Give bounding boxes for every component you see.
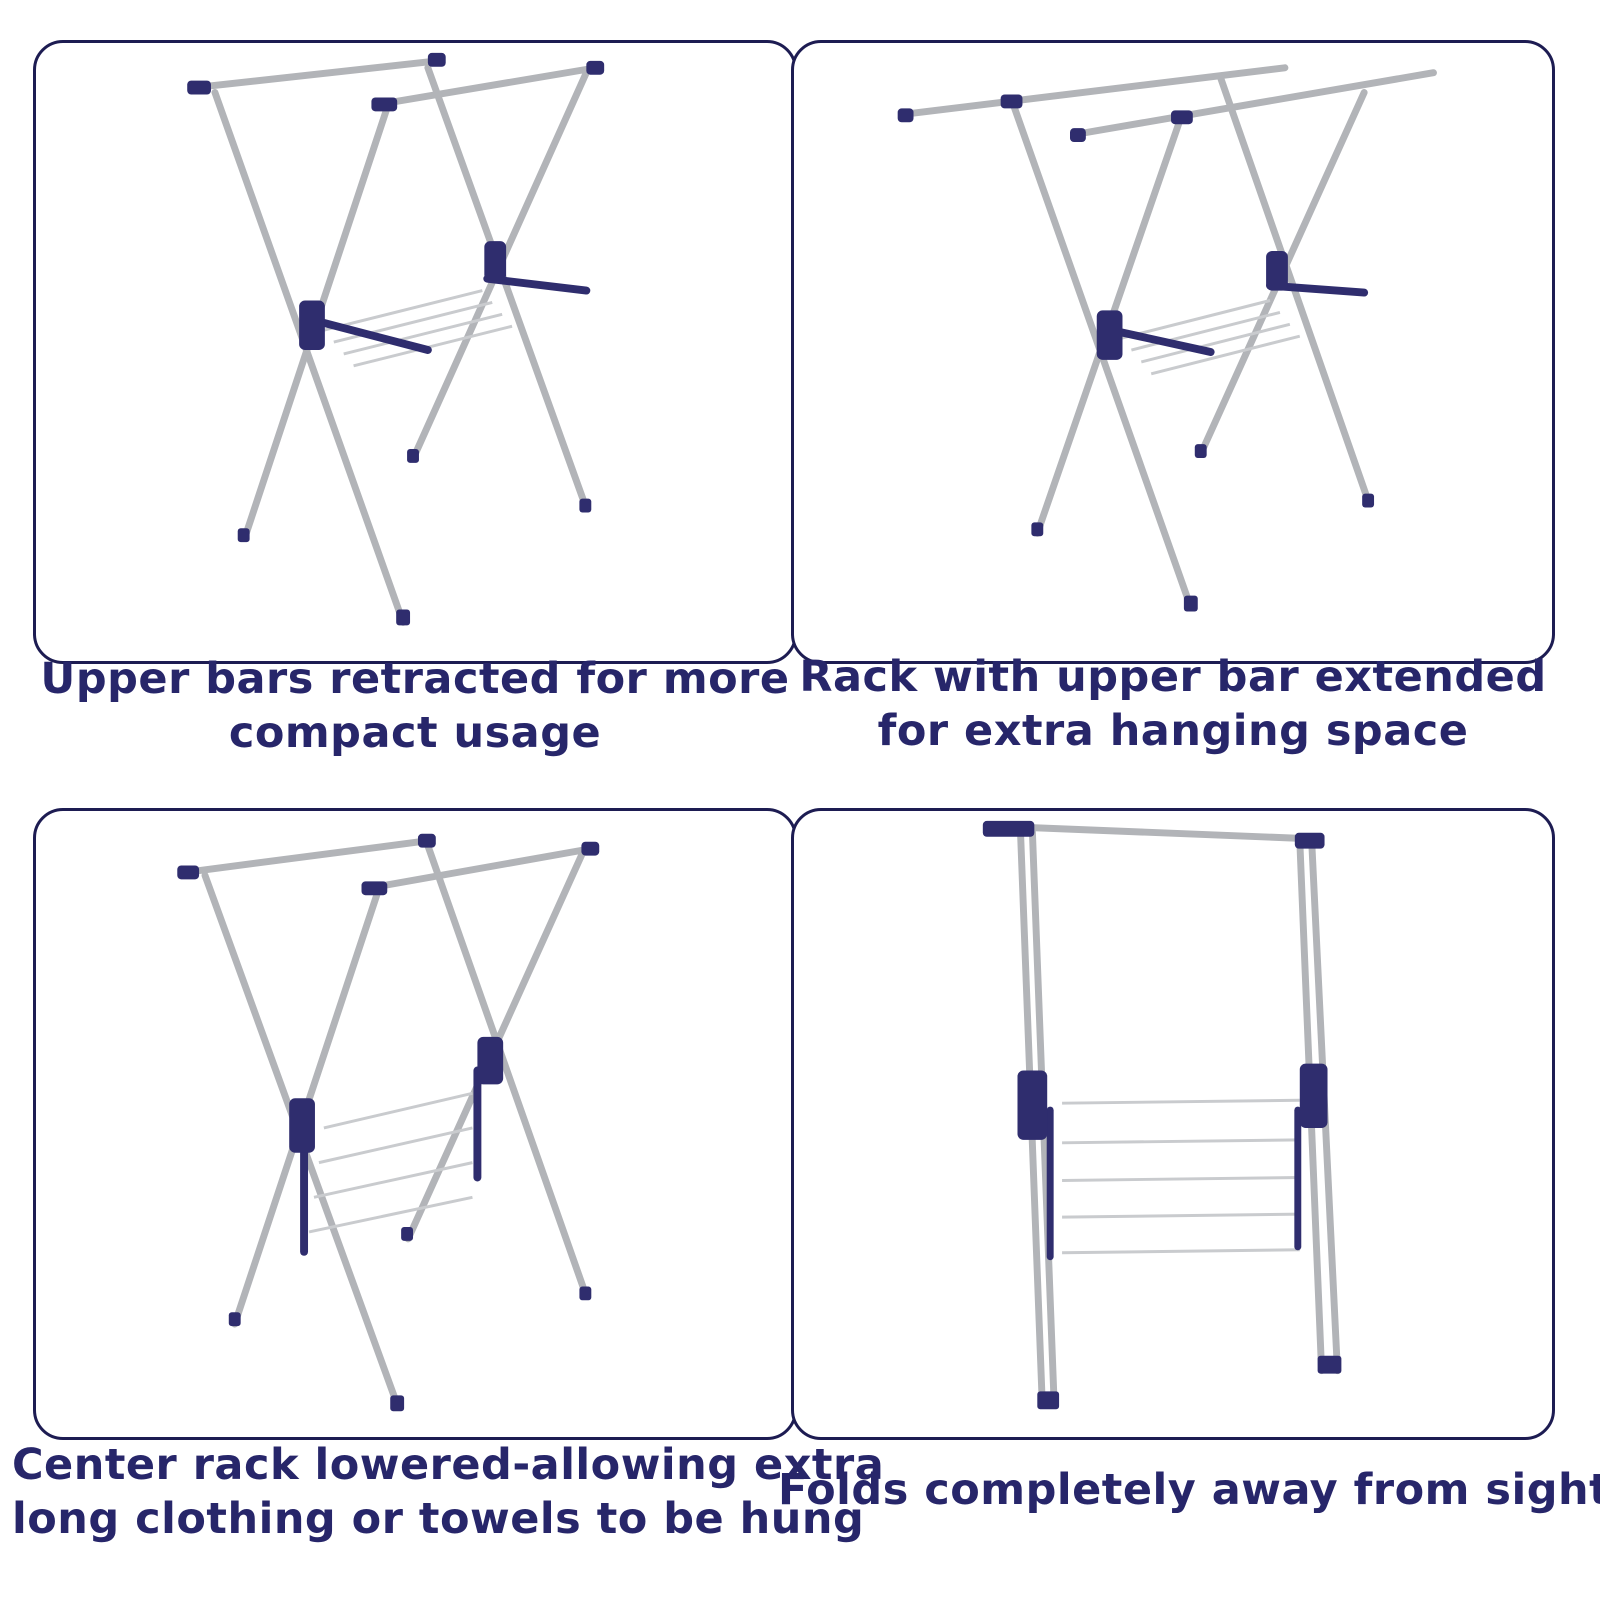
panel-extended (791, 40, 1555, 664)
caption-line-1: Upper bars retracted for more (40, 654, 790, 704)
caption-line-2: long clothing or towels to be hung (12, 1494, 865, 1544)
caption-line-1: Rack with upper bar extended (799, 652, 1547, 702)
caption-line-1: Center rack lowered-allowing extra (12, 1440, 885, 1490)
rack-image-retracted (187, 52, 605, 626)
caption-retracted: Upper bars retracted for more compact us… (20, 652, 810, 760)
caption-extended: Rack with upper bar extended for extra h… (778, 650, 1568, 758)
rack-image-folded (982, 820, 1342, 1410)
caption-line-2: compact usage (228, 708, 602, 758)
caption-line-1: Folds completely away from sight (778, 1465, 1600, 1515)
caption-folded: Folds completely away from sight (778, 1463, 1600, 1517)
panel-folded (791, 808, 1555, 1440)
rack-image-extended (897, 64, 1437, 612)
panel-retracted (33, 40, 797, 664)
caption-center-lowered: Center rack lowered-allowing extra long … (12, 1438, 885, 1546)
panel-center-lowered (33, 808, 797, 1440)
caption-line-2: for extra hanging space (877, 706, 1469, 756)
rack-image-center-lowered (177, 833, 600, 1412)
